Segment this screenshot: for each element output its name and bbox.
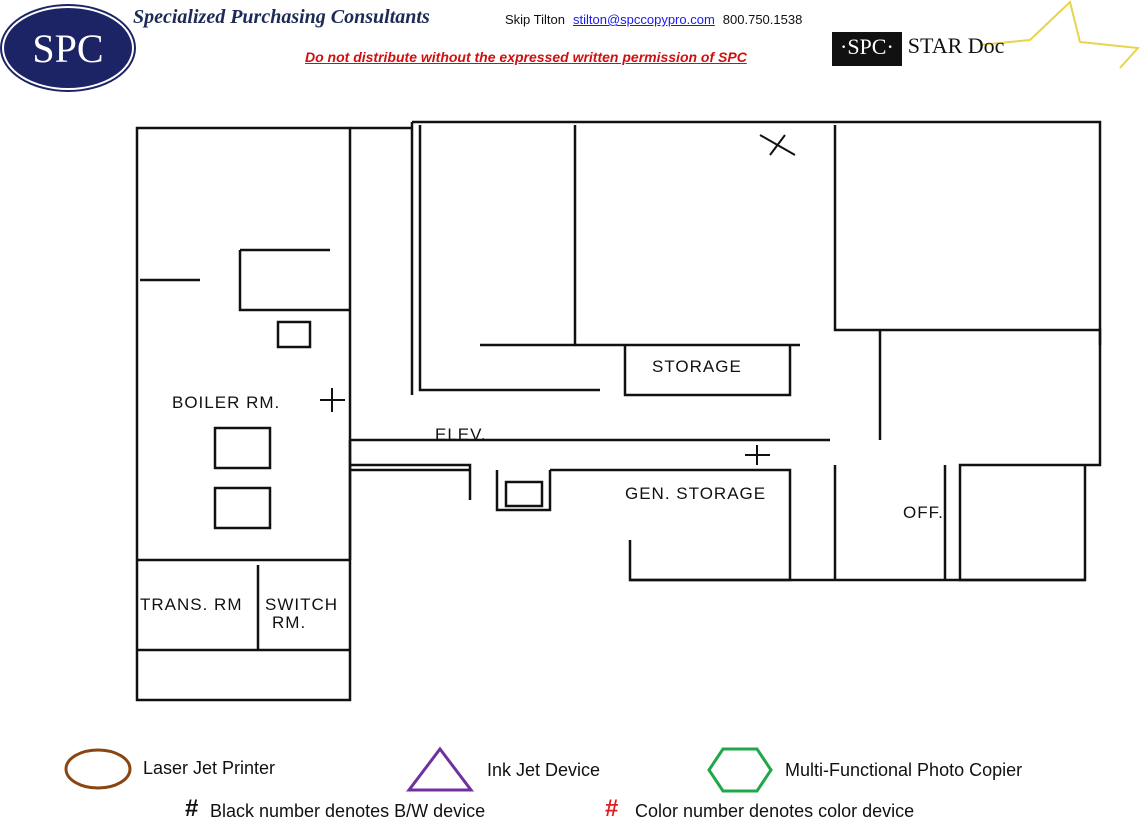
- legend-laser: Laser Jet Printer: [143, 758, 276, 778]
- legend-bw: Black number denotes B/W device: [210, 801, 486, 821]
- spc-logo: SPC: [2, 6, 134, 90]
- contact-phone: 800.750.1538: [722, 12, 803, 27]
- device-mark-3: [745, 445, 770, 465]
- room-label-boiler: BOILER RM.: [172, 393, 280, 412]
- room-label-elev: ELEV.: [435, 425, 487, 444]
- device-mark-1: [759, 134, 796, 156]
- bw-number-symbol: #: [185, 795, 199, 822]
- inkjet-icon: [405, 746, 475, 792]
- mfp-copier-icon: [707, 747, 773, 793]
- floor-plan: BOILER RM. ELEV. STORAGE GEN. STORAGE OF…: [135, 120, 1102, 702]
- room-label-switch: SWITCH: [265, 595, 338, 614]
- legend-inkjet: Ink Jet Device: [487, 760, 601, 780]
- stardoc-left: ·SPC·: [832, 32, 902, 66]
- company-name: Specialized Purchasing Consultants: [133, 6, 430, 28]
- walls: [135, 120, 1102, 702]
- stardoc-right: STAR Doc: [907, 33, 1005, 58]
- star-icon: [979, 0, 1140, 69]
- color-number-symbol: #: [605, 795, 619, 822]
- room-label-gen-storage: GEN. STORAGE: [625, 484, 766, 503]
- distribution-warning: Do not distribute without the expressed …: [305, 49, 747, 65]
- contact-email-link[interactable]: stilton@spccopypro.com: [572, 12, 715, 27]
- device-mark-2: [320, 388, 345, 412]
- stardoc-logo: ·SPC·STAR Doc: [832, 32, 1010, 66]
- room-label-off: OFF.: [903, 503, 944, 522]
- laser-printer-icon: [64, 748, 132, 790]
- room-label-storage: STORAGE: [652, 357, 742, 376]
- logo-text: SPC: [32, 25, 104, 71]
- contact-info: Skip Tilton stilton@spccopypro.com 800.750…: [505, 12, 802, 27]
- legend-mfp: Multi-Functional Photo Copier: [785, 760, 1023, 780]
- contact-name: Skip Tilton: [505, 12, 565, 27]
- room-label-trans: TRANS. RM: [140, 595, 243, 614]
- room-label-switch-rm: RM.: [272, 613, 306, 632]
- legend-color: Color number denotes color device: [635, 801, 915, 821]
